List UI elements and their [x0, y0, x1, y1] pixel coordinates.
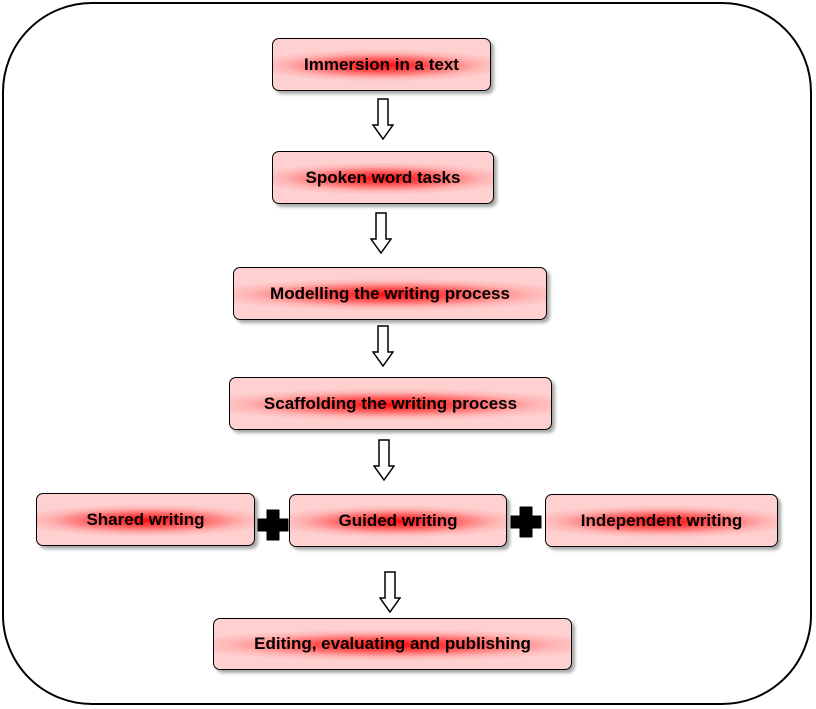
step-editing-publishing: Editing, evaluating and publishing	[213, 618, 572, 670]
step-immersion-label: Immersion in a text	[304, 54, 459, 74]
plus-icon	[510, 506, 542, 538]
step-scaffolding: Scaffolding the writing process	[229, 377, 552, 430]
step-spoken-word: Spoken word tasks	[272, 151, 494, 204]
step-shared-writing: Shared writing	[36, 493, 255, 546]
step-scaffolding-label: Scaffolding the writing process	[263, 393, 518, 413]
step-editing-publishing-label: Editing, evaluating and publishing	[254, 634, 531, 653]
plus-icon	[257, 509, 289, 541]
step-modelling-label: Modelling the writing process	[270, 283, 510, 303]
step-guided-writing: Guided writing	[289, 494, 507, 547]
step-immersion: Immersion in a text	[272, 38, 491, 91]
down-arrow-icon	[379, 571, 401, 613]
down-arrow-icon	[370, 212, 392, 254]
down-arrow-icon	[372, 325, 394, 367]
step-spoken-word-label: Spoken word tasks	[305, 167, 461, 187]
step-independent-writing: Independent writing	[545, 494, 778, 547]
step-guided-writing-label: Guided writing	[338, 510, 458, 530]
down-arrow-icon	[372, 98, 394, 140]
step-shared-writing-label: Shared writing	[86, 509, 205, 529]
step-modelling: Modelling the writing process	[233, 267, 547, 320]
down-arrow-icon	[373, 439, 395, 481]
step-independent-writing-label: Independent writing	[580, 510, 743, 530]
